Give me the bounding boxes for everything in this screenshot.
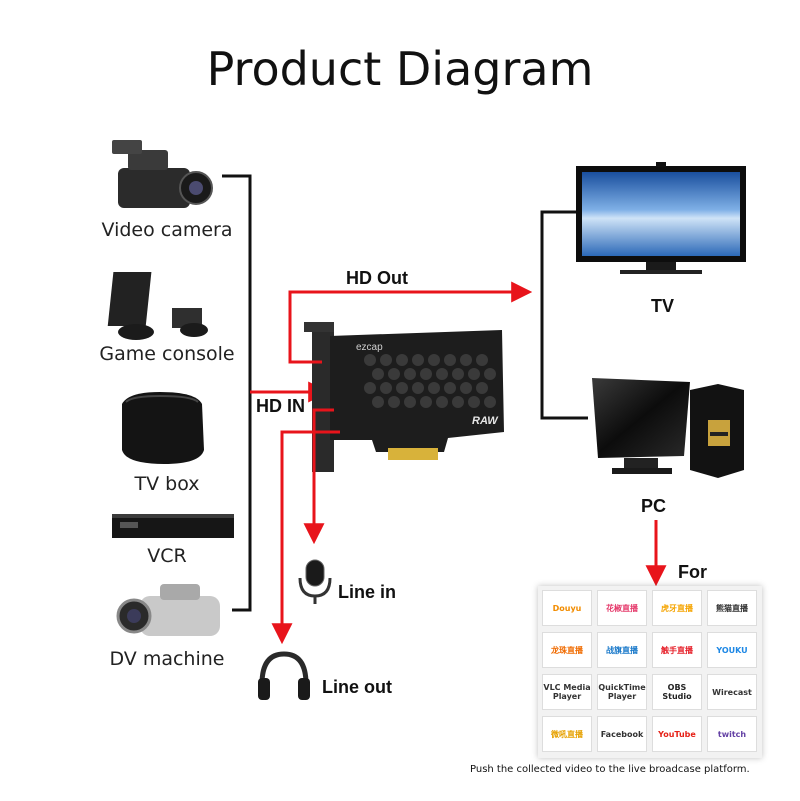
platform-name: 虎牙直播 [661,603,693,613]
tv-icon [576,162,746,274]
platform-name: 触手直播 [661,645,693,655]
vcr-icon [112,514,234,538]
source-label-dv-machine: DV machine [109,648,225,670]
platform-name: twitch [717,729,747,739]
hd-out-arrow [288,281,533,364]
line-out-label: Line out [322,677,392,697]
platform-tile: 花椒直播 [597,590,647,626]
game-console-icon [107,272,208,340]
dv-machine-icon [116,584,220,636]
platform-name: VLC Media Player [543,683,591,701]
platform-name: 龙珠直播 [551,645,583,655]
platform-tile: QuickTime Player [597,674,647,710]
platform-name: Facebook [600,729,644,739]
pc-label: PC [641,496,667,516]
platform-tile: 触手直播 [652,632,702,668]
platform-name: YOUKU [716,645,748,655]
video-camera-icon [112,140,213,208]
platform-name: OBS Studio [662,683,692,701]
platform-tile: Facebook [597,716,647,752]
page-title: Product Diagram [206,42,594,96]
platform-tile: 熊猫直播 [707,590,757,626]
capture-card-icon: ezcap RAW [304,322,504,472]
platform-tile: Douyu [542,590,592,626]
platform-tile: YouTube [652,716,702,752]
platform-tile: 龙珠直播 [542,632,592,668]
platform-name: 熊猫直播 [716,603,748,613]
platform-tile: OBS Studio [652,674,702,710]
platform-name: 微吼直播 [551,729,583,739]
platform-name: Douyu [552,603,582,613]
hd-out-label: HD Out [346,268,408,288]
line-in-label: Line in [338,582,396,602]
card-badge: RAW [472,415,499,427]
footnote: Push the collected video to the live bro… [470,764,750,775]
platform-grid: Douyu 花椒直播 虎牙直播 熊猫直播龙珠直播 战旗直播 触手直播 YOUKU VLC Me… [538,586,762,758]
source-label-game-console: Game console [99,343,235,365]
platform-name: 战旗直播 [606,645,638,655]
headphones-icon [258,651,310,700]
for-label: For [678,562,707,582]
card-brand: ezcap [356,342,383,353]
microphone-icon [298,559,332,604]
output-bracket [540,210,588,420]
line-out-arrow [271,430,340,645]
hd-in-label: HD IN [256,396,305,416]
line-in-arrow [303,408,334,545]
source-label-video-camera: Video camera [101,219,233,241]
platform-tile: VLC Media Player [542,674,592,710]
platform-tile: 战旗直播 [597,632,647,668]
pc-icon [592,378,744,478]
platform-tile: 微吼直播 [542,716,592,752]
platform-name: Wirecast [712,687,752,697]
platform-tile: Wirecast [707,674,757,710]
source-label-tv-box: TV box [134,473,200,495]
tv-box-icon [122,392,204,464]
platform-tile: YOUKU [707,632,757,668]
platform-tile: twitch [707,716,757,752]
platform-name: QuickTime Player [598,683,646,701]
tv-label: TV [651,296,675,316]
platform-tile: 虎牙直播 [652,590,702,626]
platform-name: YouTube [658,729,696,739]
source-label-vcr: VCR [147,545,187,567]
platform-name: 花椒直播 [606,603,638,613]
